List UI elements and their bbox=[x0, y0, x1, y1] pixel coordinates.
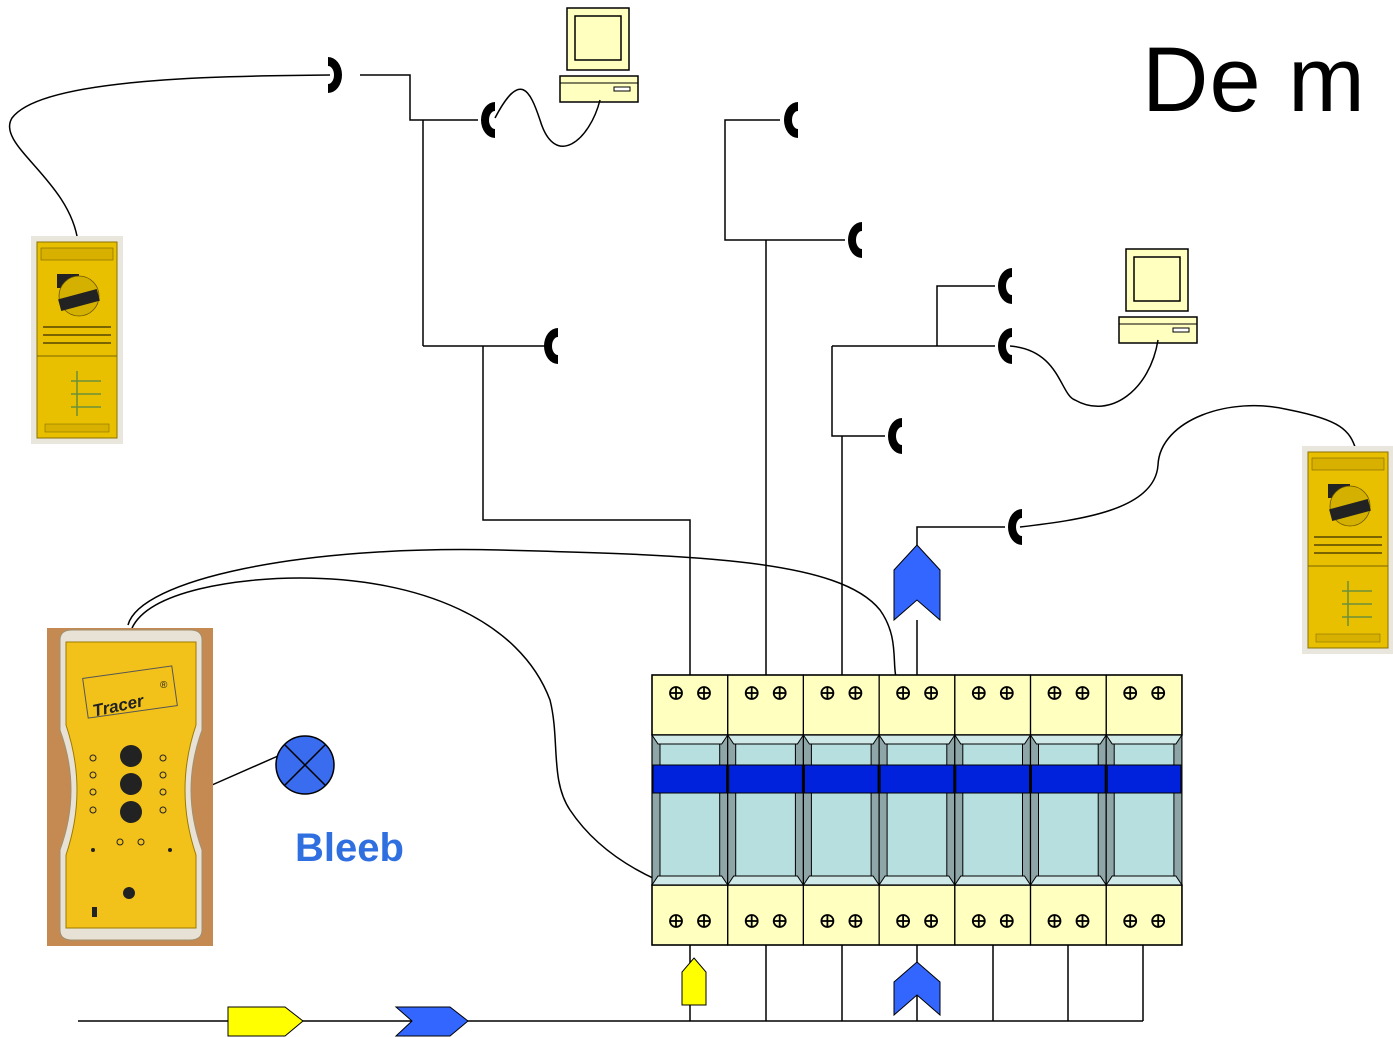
wall-socket-icon bbox=[328, 57, 342, 93]
upper-right-circuit bbox=[831, 285, 1005, 675]
wall-socket-icon bbox=[481, 102, 495, 138]
terminal-screw-icon bbox=[697, 686, 711, 700]
breaker-module bbox=[802, 674, 881, 946]
terminal-screw-icon bbox=[971, 914, 986, 928]
terminal-screw-icon bbox=[820, 686, 835, 700]
breaker-module bbox=[1105, 674, 1183, 946]
signal-label: Bleeb bbox=[295, 826, 404, 870]
terminal-screw-icon bbox=[1075, 686, 1090, 700]
terminal-screw-icon bbox=[1151, 686, 1166, 700]
signal-arrow-icon bbox=[394, 1006, 469, 1037]
signal-arrow-icon bbox=[681, 957, 707, 1006]
tracer-registered-mark: ® bbox=[160, 680, 168, 691]
terminal-screw-icon bbox=[924, 686, 938, 700]
wall-socket-icon bbox=[784, 102, 798, 138]
terminal-screw-icon bbox=[772, 914, 787, 928]
terminal-screw-icon bbox=[1123, 914, 1138, 928]
terminal-screw-icon bbox=[848, 686, 863, 700]
terminal-screw-icon bbox=[744, 914, 759, 928]
terminal-screw-icon bbox=[848, 914, 863, 928]
breaker-module bbox=[953, 674, 1032, 946]
terminal-screw-icon bbox=[772, 686, 787, 700]
wall-socket-icon bbox=[544, 328, 558, 364]
terminal-screw-icon bbox=[820, 914, 835, 928]
terminal-screw-icon bbox=[1123, 686, 1138, 700]
terminal-screw-icon bbox=[1075, 914, 1090, 928]
lamp-icon bbox=[275, 735, 335, 795]
breaker-module bbox=[878, 674, 956, 946]
breaker-module bbox=[651, 674, 729, 946]
terminal-screw-icon bbox=[1047, 914, 1062, 928]
terminal-screw-icon bbox=[1151, 914, 1166, 928]
wall-socket-icon bbox=[848, 222, 862, 258]
slide-title: De m bbox=[1142, 29, 1366, 131]
wall-socket-icon bbox=[998, 268, 1012, 304]
wall-socket-icon bbox=[998, 328, 1012, 364]
terminal-screw-icon bbox=[999, 686, 1014, 700]
terminal-screw-icon bbox=[896, 914, 910, 928]
cable-receiver-left bbox=[30, 235, 124, 445]
upper-middle-circuit bbox=[724, 119, 845, 675]
terminal-screw-icon bbox=[971, 686, 986, 700]
wall-socket-icon bbox=[1008, 509, 1022, 545]
terminal-screw-icon bbox=[697, 914, 711, 928]
wall-socket-icon bbox=[888, 418, 902, 454]
breaker-module bbox=[1029, 674, 1108, 946]
signal-arrow-icon bbox=[227, 1006, 304, 1037]
terminal-screw-icon bbox=[669, 914, 683, 928]
tracer-transmitter: Tracer ® bbox=[47, 628, 213, 946]
computer-icon bbox=[1118, 248, 1198, 344]
terminal-screw-icon bbox=[924, 914, 938, 928]
cable-receiver-right bbox=[1301, 445, 1393, 655]
terminal-screw-icon bbox=[999, 914, 1014, 928]
breaker-module bbox=[726, 674, 805, 946]
terminal-screw-icon bbox=[744, 686, 759, 700]
upper-left-circuit bbox=[360, 74, 691, 675]
signal-arrow-icon bbox=[893, 961, 941, 1017]
terminal-screw-icon bbox=[896, 686, 910, 700]
computer-icon bbox=[559, 7, 639, 103]
terminal-screw-icon bbox=[669, 686, 683, 700]
terminal-screw-icon bbox=[1047, 686, 1062, 700]
signal-arrow-icon bbox=[893, 544, 941, 675]
breaker-panel bbox=[651, 674, 1183, 946]
